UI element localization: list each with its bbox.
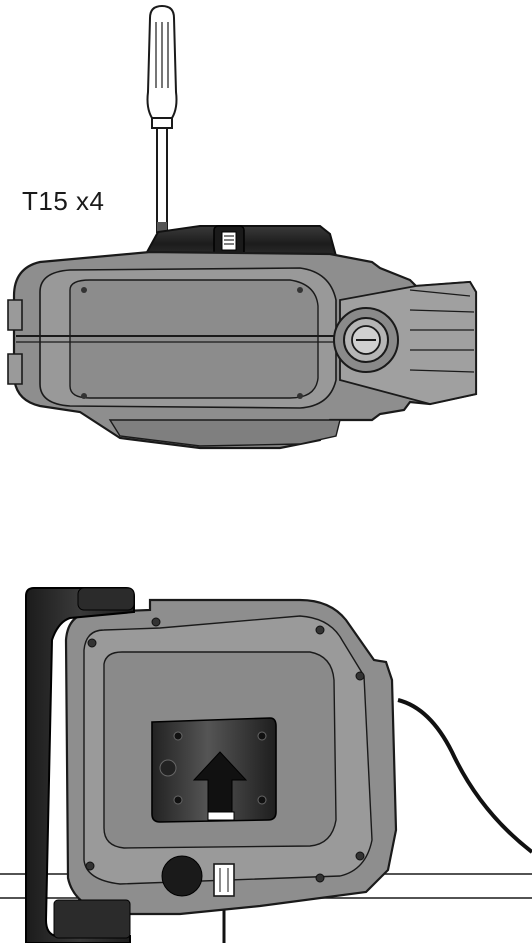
arrow-up-icon bbox=[192, 751, 248, 813]
top-cover bbox=[144, 225, 338, 258]
housing-top-view bbox=[7, 250, 478, 450]
pole-clamp bbox=[25, 587, 135, 943]
tool-label: T15 x4 bbox=[22, 186, 105, 216]
housing-bottom-view bbox=[64, 598, 398, 916]
screwdriver-icon bbox=[146, 4, 178, 234]
cable bbox=[397, 698, 532, 854]
